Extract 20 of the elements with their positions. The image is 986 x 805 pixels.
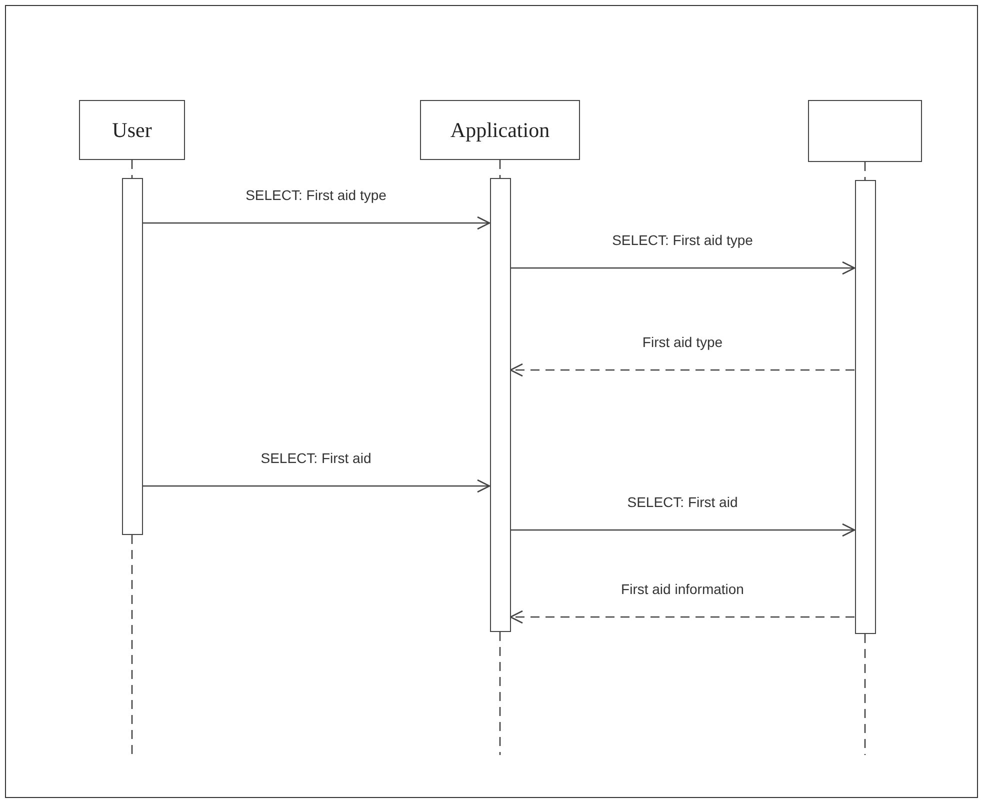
return-arrow [510,610,854,624]
lifeline [499,632,501,755]
lifeline [131,160,133,178]
message-arrow [142,479,490,493]
participant-box [808,100,922,162]
participant-label: Application [450,118,550,142]
participant-box [79,100,185,160]
lifeline [499,160,501,178]
lifeline [864,634,866,755]
participant-box [420,100,580,160]
participant-label: User [112,118,152,142]
activation-bar [490,178,510,632]
activation-bar [122,178,142,535]
lifeline [131,535,133,755]
activation-bar [854,180,876,634]
lifeline [864,162,866,180]
message-arrow [510,523,856,537]
return-arrow [510,363,854,377]
message-arrow [142,216,490,230]
message-arrow [510,261,856,275]
